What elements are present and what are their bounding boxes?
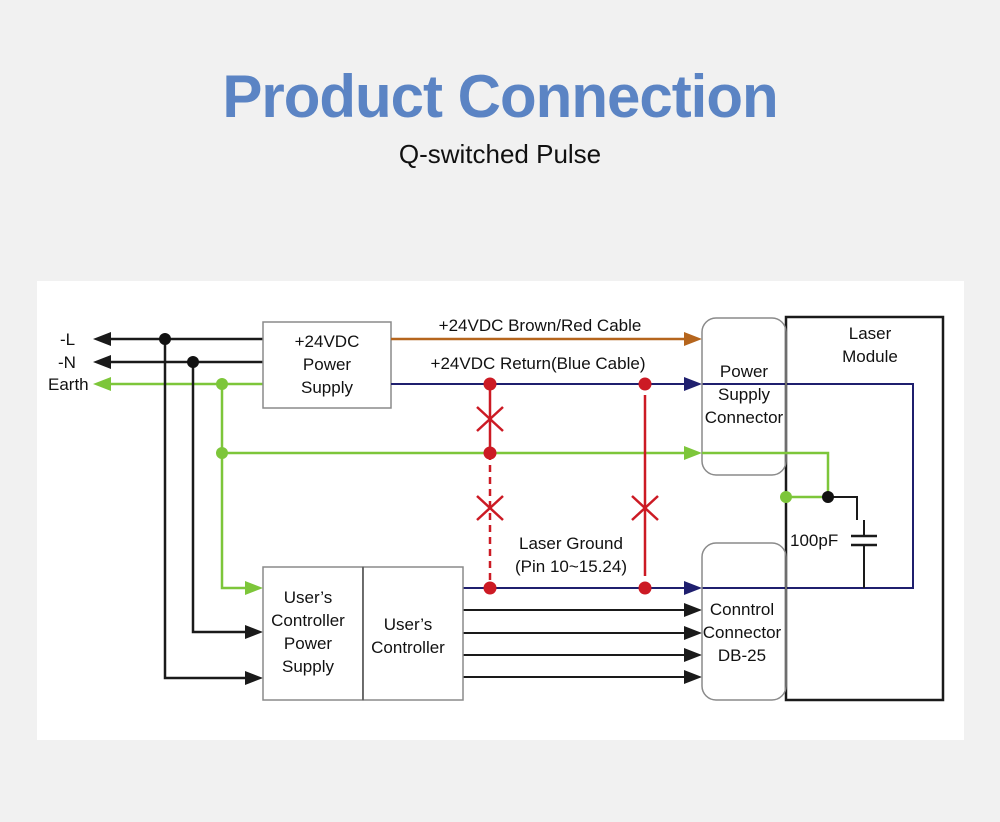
brown-cable-label: +24VDC Brown/Red Cable <box>439 316 642 335</box>
power-supply-connector <box>701 317 787 476</box>
page-title: Product Connection <box>222 63 778 130</box>
earth-module-dot <box>780 491 792 503</box>
power-connector-label-line2: Supply <box>718 385 770 404</box>
n-drop-arrow-icon <box>245 625 263 639</box>
earth-drop-arrow-icon <box>245 581 263 595</box>
forbidden-connections <box>476 377 659 595</box>
red-dot <box>638 581 652 595</box>
laser-ground-arrow-icon <box>684 581 702 595</box>
earth-laser-arrow-icon <box>684 446 702 460</box>
control-wires <box>463 603 702 684</box>
l-drop-wire <box>163 339 248 680</box>
page-subtitle: Q-switched Pulse <box>398 139 602 169</box>
control-wire-arrow-icon <box>684 670 702 684</box>
user-psu-label-line3: Power <box>284 634 333 653</box>
control-connector-label-line1: Conntrol <box>710 600 774 619</box>
control-connector <box>701 542 787 701</box>
blue-cable-arrow-icon <box>684 377 702 391</box>
capacitor-lead-top <box>828 496 858 520</box>
user-controller-label-line2: Controller <box>371 638 445 657</box>
power-supply-label-line3: Supply <box>301 378 353 397</box>
cross-icon <box>476 495 504 521</box>
earth-branch-dot <box>216 447 228 459</box>
cross-icon <box>631 495 659 521</box>
cross-icon <box>476 406 504 432</box>
laser-module-label-line1: Laser <box>849 324 892 343</box>
mains-l-label: -L <box>60 330 75 349</box>
user-power-supply-box <box>262 566 364 701</box>
control-connector-label-line2: Connector <box>703 623 782 642</box>
capacitor-junction-dot <box>822 491 834 503</box>
power-supply-label-line1: +24VDC <box>295 332 360 351</box>
brown-cable-arrow-icon <box>684 332 702 346</box>
red-dot <box>483 377 497 391</box>
user-controller-label-line1: User’s <box>384 615 433 634</box>
user-psu-label-line1: User’s <box>284 588 333 607</box>
red-dot <box>483 581 497 595</box>
mains-wires <box>93 332 702 685</box>
earth-drop-wire <box>220 384 248 590</box>
power-connector-label-line3: Connector <box>705 408 784 427</box>
mains-earth-label: Earth <box>48 375 89 394</box>
earth-junction-dot <box>216 378 228 390</box>
user-controller-box <box>362 566 464 701</box>
earth-internal-wire <box>702 451 830 499</box>
red-dot <box>483 446 497 460</box>
n-drop-wire <box>191 362 248 634</box>
l-junction-dot <box>159 333 171 345</box>
mains-n-label: -N <box>58 353 76 372</box>
control-wire-arrow-icon <box>684 626 702 640</box>
laser-module-box <box>784 315 945 702</box>
earth-arrow-icon <box>93 377 111 391</box>
power-supply-label-line2: Power <box>303 355 352 374</box>
control-connector-label-line3: DB-25 <box>718 646 766 665</box>
l-arrow-icon <box>93 332 111 346</box>
capacitor-label: 100pF <box>790 531 838 550</box>
l-drop-arrow-icon <box>245 671 263 685</box>
power-supply-box <box>262 321 392 409</box>
control-wire-arrow-icon <box>684 648 702 662</box>
laser-module-label-line2: Module <box>842 347 898 366</box>
blue-cable-label: +24VDC Return(Blue Cable) <box>431 354 646 373</box>
user-psu-label-line4: Supply <box>282 657 334 676</box>
n-arrow-icon <box>93 355 111 369</box>
laser-ground-label-line1: Laser Ground <box>519 534 623 553</box>
power-connector-label-line1: Power <box>720 362 769 381</box>
red-dot <box>638 377 652 391</box>
laser-ground-label-line2: (Pin 10~15.24) <box>515 557 627 576</box>
control-wire-arrow-icon <box>684 603 702 617</box>
blue-cable-internal <box>702 383 914 589</box>
n-junction-dot <box>187 356 199 368</box>
user-psu-label-line2: Controller <box>271 611 345 630</box>
